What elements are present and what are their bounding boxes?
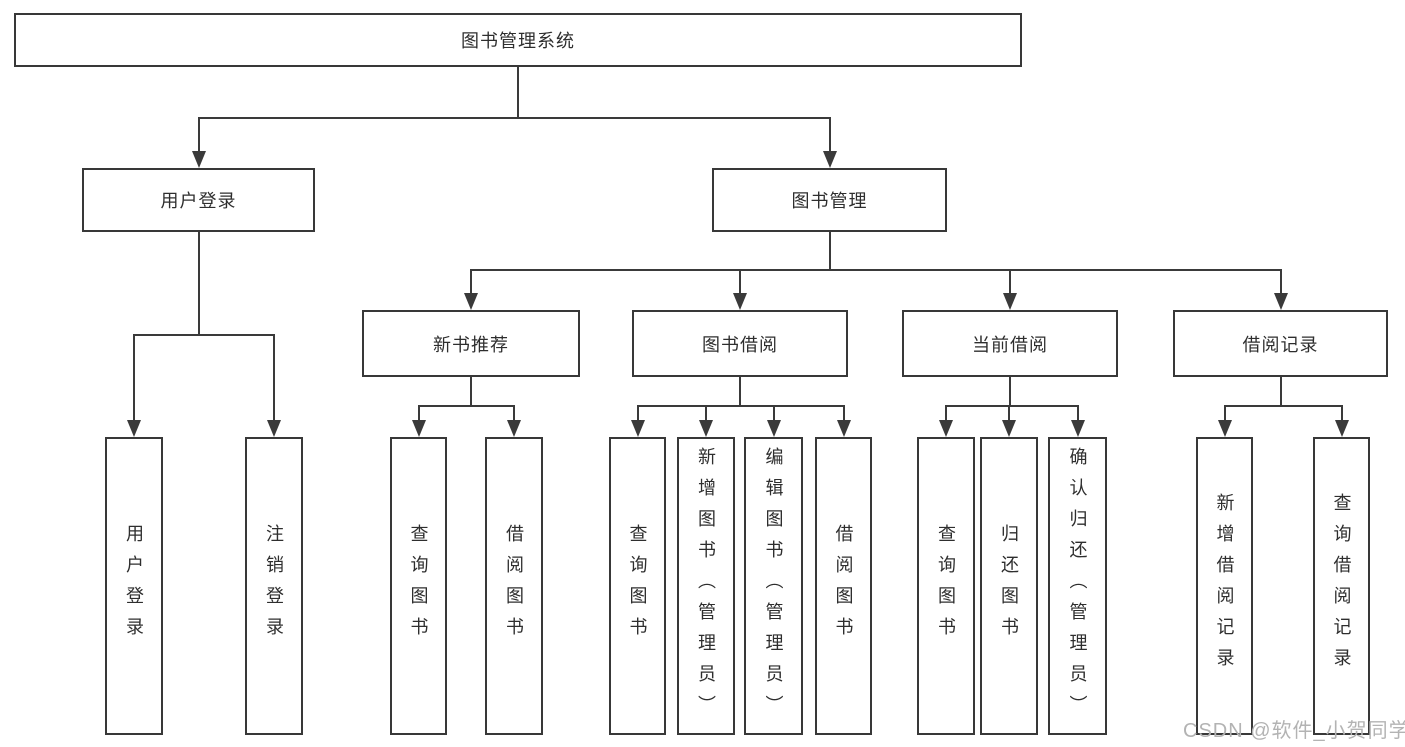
node-label-leaf-search-record: 查询借阅记录: [1331, 493, 1352, 679]
connector-bus-new-books: [417, 405, 515, 407]
connector-drop-current-borrow: [1009, 270, 1011, 304]
arrow-down-icon: [1070, 420, 1085, 437]
arrow-down-icon: [766, 420, 781, 437]
arrow-down-icon: [191, 151, 206, 168]
arrow-down-icon: [267, 420, 281, 437]
node-label-leaf-confirm-return: 确认归还（管理员）: [1067, 446, 1088, 726]
arrow-down-icon: [699, 420, 713, 437]
node-leaf-borrow-book: 借阅图书: [815, 437, 872, 735]
node-label-leaf-logout: 注销登录: [264, 524, 284, 648]
arrow-down-icon: [1273, 293, 1288, 310]
arrow-down-icon: [1003, 293, 1017, 310]
node-label-user-login: 用户登录: [160, 191, 237, 211]
node-leaf-search-current: 查询图书: [917, 437, 975, 735]
arrow-down-icon: [733, 293, 747, 310]
node-new-books: 新书推荐: [362, 310, 580, 377]
arrow-down-icon: [507, 420, 521, 437]
node-label-leaf-borrow-new: 借阅图书: [504, 524, 524, 648]
node-leaf-search-book: 查询图书: [609, 437, 666, 735]
node-leaf-borrow-new: 借阅图书: [485, 437, 543, 735]
node-leaf-add-book: 新增图书（管理员）: [677, 437, 735, 735]
arrow-down-icon: [1334, 420, 1349, 437]
node-user-login: 用户登录: [82, 168, 315, 232]
node-leaf-search-record: 查询借阅记录: [1313, 437, 1370, 735]
node-label-leaf-user-login: 用户登录: [124, 524, 144, 648]
connector-drop-leaf-search-new: [417, 406, 420, 431]
node-label-leaf-return-book: 归还图书: [999, 524, 1019, 648]
node-label-root: 图书管理系统: [461, 31, 575, 51]
arrow-down-icon: [464, 293, 478, 310]
node-label-book-borrow: 图书借阅: [702, 334, 778, 355]
node-leaf-search-new: 查询图书: [390, 437, 447, 735]
node-label-borrow-records: 借阅记录: [1242, 334, 1319, 355]
node-label-leaf-search-book: 查询图书: [627, 524, 648, 648]
connector-bus-root: [197, 117, 831, 119]
node-root: 图书管理系统: [14, 13, 1022, 67]
connector-drop-leaf-confirm-return: [1076, 406, 1079, 431]
node-leaf-user-login: 用户登录: [105, 437, 163, 735]
node-label-leaf-edit-book: 编辑图书（管理员）: [763, 446, 784, 726]
connector-drop-leaf-search-book: [636, 406, 639, 431]
watermark: CSDN @软件_小贺同学: [1183, 720, 1405, 742]
connector-drop-leaf-add-record: [1223, 406, 1226, 431]
node-label-current-borrow: 当前借阅: [972, 334, 1048, 355]
arrow-down-icon: [411, 420, 426, 437]
connector-drop-leaf-search-current: [945, 406, 947, 431]
node-leaf-logout: 注销登录: [245, 437, 303, 735]
connector-drop-book-mgmt: [828, 118, 831, 162]
node-label-leaf-search-current: 查询图书: [936, 524, 956, 648]
connector-stem-user-login: [197, 232, 200, 335]
connector-drop-leaf-borrow-book: [842, 406, 845, 431]
connector-drop-leaf-return-book: [1008, 406, 1010, 431]
connector-drop-leaf-edit-book: [772, 406, 775, 431]
connector-stem-new-books: [470, 377, 472, 406]
connector-bus-borrow-records: [1223, 405, 1343, 407]
connector-stem-book-mgmt: [828, 232, 831, 270]
connector-stem-borrow-records: [1279, 377, 1282, 406]
connector-drop-leaf-add-book: [705, 406, 707, 431]
arrow-down-icon: [836, 420, 851, 437]
node-label-leaf-add-record: 新增借阅记录: [1214, 493, 1235, 679]
connector-bus-current-borrow: [945, 405, 1079, 407]
arrow-down-icon: [1217, 420, 1232, 437]
node-leaf-confirm-return: 确认归还（管理员）: [1048, 437, 1107, 735]
connector-drop-leaf-search-record: [1340, 406, 1343, 431]
arrow-down-icon: [127, 420, 141, 437]
arrow-down-icon: [822, 151, 837, 168]
connector-stem-current-borrow: [1009, 377, 1011, 406]
connector-drop-new-books: [470, 270, 472, 304]
node-leaf-return-book: 归还图书: [980, 437, 1038, 735]
connector-bus-user-login: [133, 334, 275, 336]
node-leaf-edit-book: 编辑图书（管理员）: [744, 437, 803, 735]
node-label-leaf-borrow-book: 借阅图书: [833, 524, 854, 648]
connector-stem-book-borrow: [739, 377, 741, 406]
connector-drop-borrow-records: [1279, 270, 1282, 304]
arrow-down-icon: [939, 420, 953, 437]
connector-drop-leaf-logout: [273, 335, 275, 431]
node-book-mgmt: 图书管理: [712, 168, 947, 232]
node-label-leaf-search-new: 查询图书: [408, 524, 429, 648]
node-label-leaf-add-book: 新增图书（管理员）: [696, 446, 716, 726]
node-borrow-records: 借阅记录: [1173, 310, 1388, 377]
connector-bus-book-mgmt: [470, 269, 1282, 271]
arrow-down-icon: [630, 420, 645, 437]
node-book-borrow: 图书借阅: [632, 310, 848, 377]
node-label-book-mgmt: 图书管理: [791, 191, 868, 211]
arrow-down-icon: [1002, 420, 1016, 437]
connector-drop-leaf-user-login: [133, 335, 135, 431]
connector-drop-leaf-borrow-new: [513, 406, 515, 431]
connector-drop-user-login: [197, 118, 200, 162]
node-current-borrow: 当前借阅: [902, 310, 1118, 377]
node-leaf-add-record: 新增借阅记录: [1196, 437, 1253, 735]
connector-drop-book-borrow: [739, 270, 741, 304]
connector-bus-book-borrow: [636, 405, 845, 407]
connector-stem-root: [517, 67, 519, 118]
node-label-new-books: 新书推荐: [433, 334, 509, 355]
